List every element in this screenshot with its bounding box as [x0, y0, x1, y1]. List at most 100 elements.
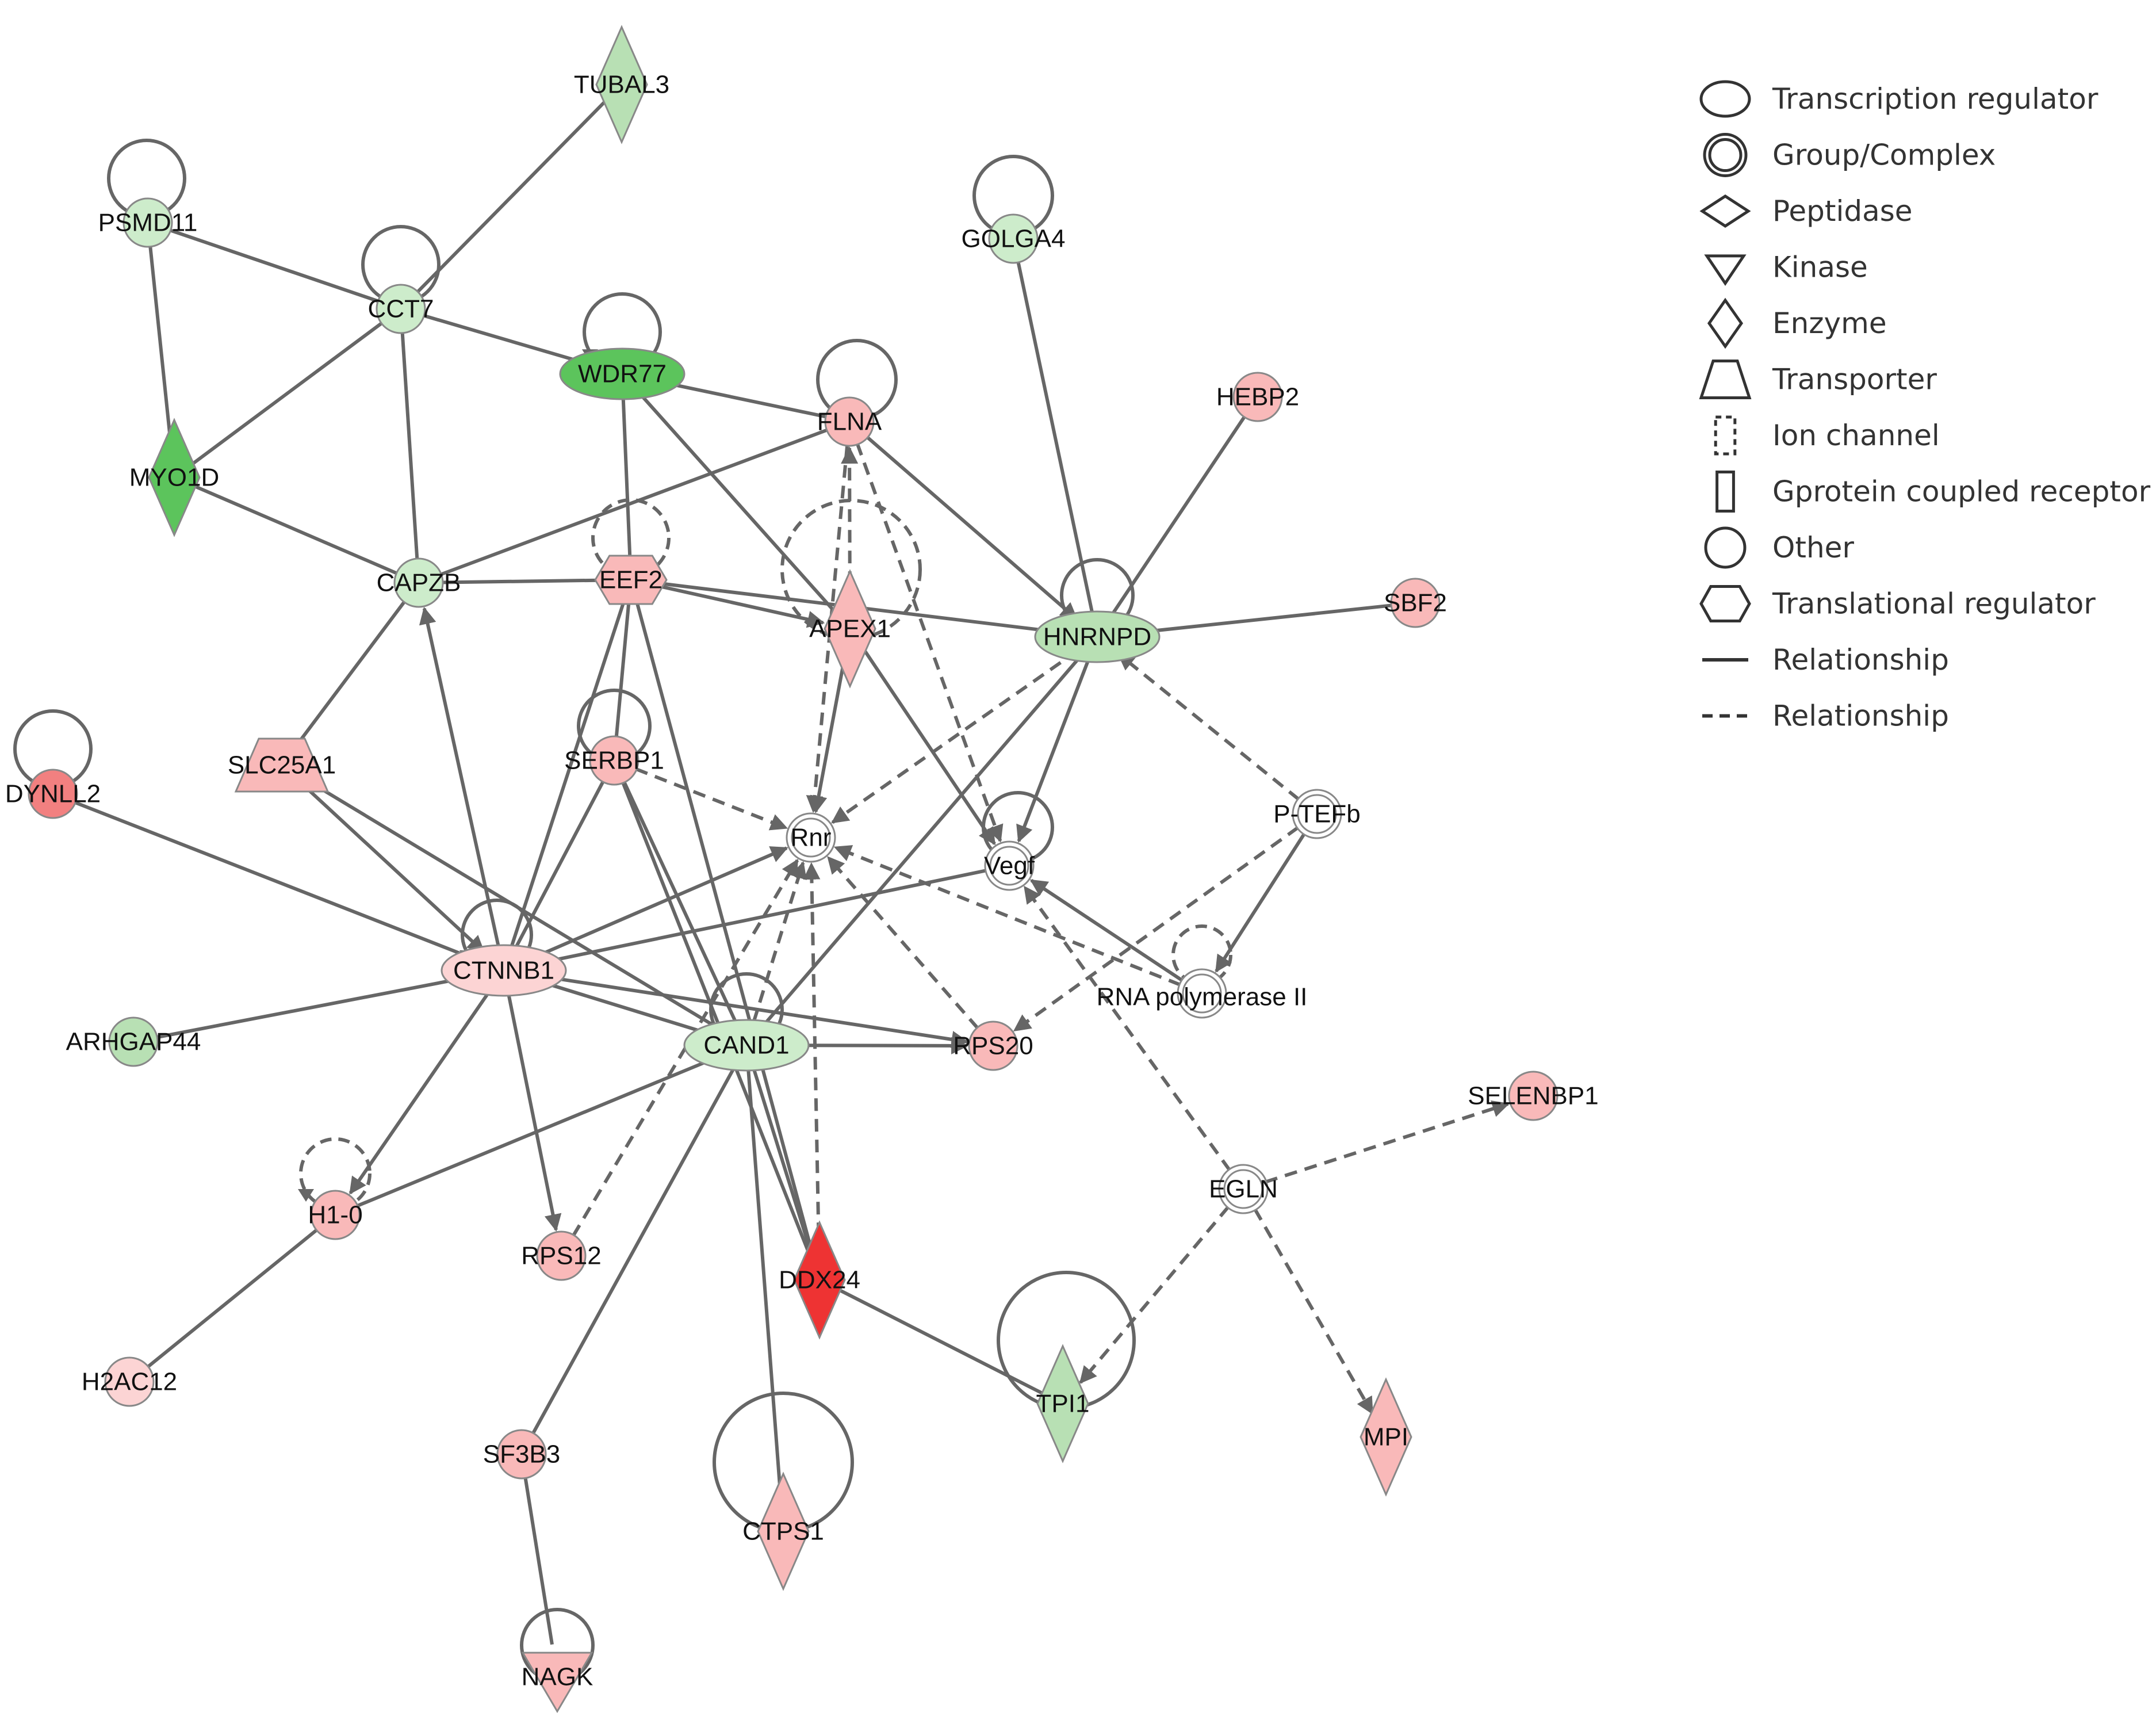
node-label-SBF2: SBF2 — [1384, 589, 1447, 617]
node-shape-Vegf — [984, 840, 1035, 891]
node-shape-TUBAL3 — [595, 25, 648, 144]
legend-item-3: Kinase — [1704, 251, 1868, 286]
legend-icon-hexagon — [1699, 585, 1751, 622]
edge-WDR77-APEX1 — [637, 391, 836, 612]
edge-APEX1-Vegf — [861, 648, 996, 846]
node-shape-SELENBP1 — [1508, 1071, 1558, 1121]
node-CTPS1[interactable]: CTPS1 — [742, 1471, 824, 1591]
node-HNRNPD[interactable]: HNRNPD — [1034, 610, 1161, 663]
node-shape-MYO1D — [148, 418, 201, 537]
legend-label-5: Transporter — [1772, 363, 1937, 396]
node-label-RPS20: RPS20 — [953, 1032, 1033, 1060]
node-ARHGAP44[interactable]: ARHGAP44 — [66, 1016, 201, 1067]
legend-label-1: Group/Complex — [1772, 139, 1996, 172]
edge-HNRNPD-Rnr — [831, 649, 1079, 824]
node-HEBP2[interactable]: HEBP2 — [1216, 372, 1299, 422]
node-shape-PTEFb — [1292, 789, 1342, 839]
node-shape-MPI — [1360, 1377, 1412, 1497]
edge-PSMD11-MYO1D — [148, 245, 174, 454]
edge-CTNNB1-CAPZB — [419, 606, 500, 947]
node-SELENBP1[interactable]: SELENBP1 — [1468, 1071, 1599, 1121]
node-shape-APEX1 — [824, 569, 876, 689]
node-NAGK[interactable]: NAGK — [521, 1652, 593, 1713]
node-shape-SF3B3 — [496, 1429, 547, 1480]
legend-label-4: Enzyme — [1772, 307, 1887, 340]
node-SERBP1[interactable]: SERBP1 — [564, 735, 664, 786]
node-FLNA[interactable]: FLNA — [817, 396, 882, 447]
edge-CAND1-H1-0 — [355, 1053, 725, 1208]
edge-PTEFb-RPS20 — [1013, 825, 1300, 1032]
node-label-WDR77: WDR77 — [578, 360, 667, 388]
legend-label-2: Peptidase — [1772, 194, 1913, 228]
legend-item-8: Other — [1704, 526, 1854, 569]
edge-PSMD11-CCT7 — [169, 228, 380, 303]
node-label-SERBP1: SERBP1 — [564, 747, 664, 775]
node-shape-RPS20 — [968, 1020, 1018, 1071]
node-shape-SLC25A1 — [234, 737, 330, 793]
node-DDX24[interactable]: DDX24 — [779, 1220, 860, 1340]
node-CAPZB[interactable]: CAPZB — [377, 557, 461, 608]
node-TPI1[interactable]: TPI1 — [1036, 1344, 1090, 1463]
legend-label-9: Translational regulator — [1772, 587, 2096, 621]
node-DYNLL2[interactable]: DYNLL2 — [5, 769, 101, 819]
edge-FLNA-Vegf — [855, 442, 1004, 843]
node-Vegf[interactable]: Vegf — [984, 840, 1035, 891]
node-H2AC12[interactable]: H2AC12 — [82, 1356, 177, 1407]
node-RNAPII[interactable]: RNA polymerase II — [1097, 968, 1308, 1019]
edge-FLNA-CAPZB — [439, 428, 829, 576]
legend-icon-rect — [1715, 471, 1735, 513]
node-shape-TPI1 — [1036, 1344, 1089, 1463]
node-PSMD11[interactable]: PSMD11 — [98, 197, 198, 248]
node-label-CCT7: CCT7 — [368, 295, 434, 323]
node-RPS20[interactable]: RPS20 — [953, 1020, 1033, 1071]
edge-SERBP1-DDX24 — [621, 781, 813, 1259]
legend-icon-ellipse — [1699, 80, 1751, 118]
legend-icon-diamond — [1707, 297, 1744, 349]
edge-CAND1-DDX24 — [752, 1068, 814, 1257]
node-GOLGA4[interactable]: GOLGA4 — [962, 213, 1066, 264]
edge-EGLN-MPI — [1253, 1208, 1374, 1415]
edge-CTNNB1-CAND1 — [526, 976, 724, 1040]
edge-H2AC12-H1-0 — [146, 1228, 319, 1369]
node-H1-0[interactable]: H1-0 — [308, 1190, 363, 1240]
node-PTEFb[interactable]: P-TEFb — [1273, 789, 1361, 839]
node-CAND1[interactable]: CAND1 — [683, 1019, 810, 1072]
self-loop-APEX1 — [780, 499, 922, 640]
node-SF3B3[interactable]: SF3B3 — [483, 1429, 561, 1480]
legend-item-9: Translational regulator — [1699, 585, 2096, 622]
node-CTNNB1[interactable]: CTNNB1 — [441, 944, 567, 997]
edge-SLC25A1-CTNNB1 — [299, 781, 485, 953]
node-shape-WDR77 — [559, 347, 686, 400]
edge-CAND1-CTPS1 — [746, 1069, 783, 1508]
edge-MYO1D-CAPZB — [196, 485, 399, 575]
edge-DDX24-Rnr — [803, 862, 821, 1256]
node-SLC25A1[interactable]: SLC25A1 — [228, 737, 336, 793]
node-shape-HNRNPD — [1034, 610, 1161, 663]
node-SBF2[interactable]: SBF2 — [1384, 578, 1447, 628]
node-label-TPI1: TPI1 — [1036, 1390, 1090, 1418]
node-RPS12[interactable]: RPS12 — [521, 1230, 602, 1281]
edge-CTNNB1-RPS12 — [507, 993, 562, 1232]
node-EEF2[interactable]: EEF2 — [594, 555, 668, 605]
edge-RPS20-Rnr — [826, 856, 979, 1030]
edge-EEF2-APEX1 — [653, 583, 825, 628]
legend-item-0: Transcription regulator — [1699, 80, 2098, 118]
edge-SF3B3-NAGK — [523, 1476, 554, 1645]
node-label-SELENBP1: SELENBP1 — [1468, 1082, 1598, 1110]
node-EGLN[interactable]: EGLN — [1209, 1164, 1278, 1214]
node-WDR77[interactable]: WDR77 — [559, 347, 686, 400]
node-shape-ARHGAP44 — [108, 1016, 159, 1067]
edge-FLNA-HNRNPD — [866, 435, 1078, 620]
node-MYO1D[interactable]: MYO1D — [129, 418, 219, 537]
node-shape-CTPS1 — [757, 1471, 810, 1591]
node-Rnr[interactable]: Rnr — [786, 812, 836, 863]
node-label-FLNA: FLNA — [817, 408, 882, 436]
node-TUBAL3[interactable]: TUBAL3 — [574, 25, 669, 144]
edge-RNAPII-Vegf — [1029, 878, 1184, 983]
node-MPI[interactable]: MPI — [1360, 1377, 1412, 1497]
node-label-TUBAL3: TUBAL3 — [574, 71, 669, 99]
legend-icon-trapezoid — [1699, 360, 1752, 399]
legend-icon-double_circle — [1703, 133, 1748, 177]
node-APEX1[interactable]: APEX1 — [809, 569, 891, 689]
node-CCT7[interactable]: CCT7 — [368, 284, 434, 334]
